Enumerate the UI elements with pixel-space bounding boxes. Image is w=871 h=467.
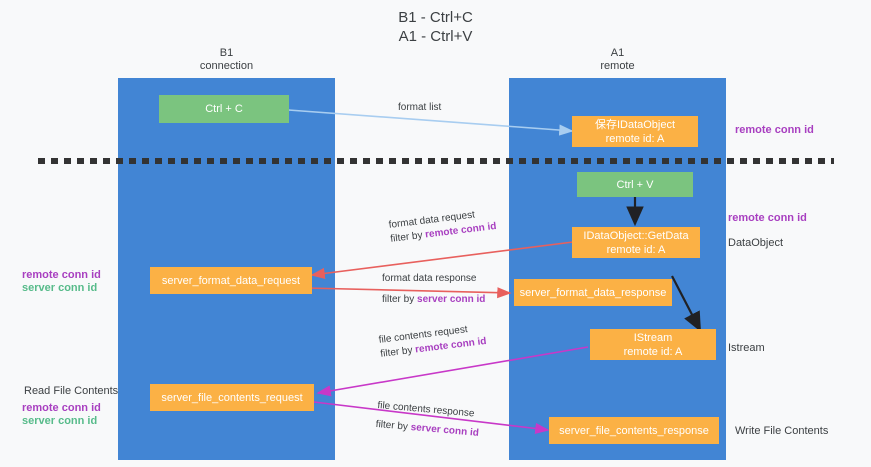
connector-format-list bbox=[274, 108, 574, 136]
node-ctrl-c-label: Ctrl + C bbox=[205, 103, 243, 115]
phase-divider bbox=[38, 158, 834, 164]
label-left-remote-conn-id: remote conn id bbox=[22, 269, 101, 281]
node-save-idataobject-sub: remote id: A bbox=[605, 132, 665, 145]
edge-prefix: filter by bbox=[382, 294, 418, 305]
node-istream-sub: remote id: A bbox=[623, 345, 683, 358]
label-dataobject: DataObject bbox=[728, 237, 784, 249]
label-istream: Istream bbox=[728, 342, 765, 354]
node-idataobject-getdata-sub: remote id: A bbox=[606, 243, 666, 256]
label-left-server-conn-id-2: server conn id bbox=[22, 415, 98, 427]
edge-prefix: filter by bbox=[389, 229, 426, 245]
label-write-file-contents: Write File Contents bbox=[735, 425, 829, 437]
diagram-title: B1 - Ctrl+C A1 - Ctrl+V bbox=[398, 9, 473, 45]
node-server-file-contents-request[interactable]: server_file_contents_request bbox=[150, 384, 314, 411]
node-server-file-contents-response-label: server_file_contents_response bbox=[559, 424, 709, 437]
edge-label-format-data-response: format data response filter by server co… bbox=[382, 272, 485, 307]
connector-file-contents-response bbox=[313, 401, 550, 435]
edge-label-format-data-response-line1: format data response bbox=[382, 273, 477, 284]
connector-format-data-request bbox=[310, 241, 574, 279]
connector-response-istream bbox=[671, 275, 702, 332]
connector-format-data-response bbox=[305, 287, 512, 299]
node-ctrl-v-label: Ctrl + V bbox=[616, 178, 654, 191]
node-server-file-contents-response[interactable]: server_file_contents_response bbox=[549, 417, 719, 444]
node-save-idataobject[interactable]: 保存IDataObject remote id: A bbox=[572, 116, 698, 147]
node-save-idataobject-label: 保存IDataObject bbox=[594, 118, 676, 131]
edge-label-format-data-response-line2: filter by server conn id bbox=[382, 293, 485, 307]
label-read-file-contents: Read File Contents bbox=[24, 385, 119, 397]
label-remote-conn-id-mid: remote conn id bbox=[728, 212, 807, 224]
node-ctrl-v[interactable]: Ctrl + V bbox=[577, 172, 693, 197]
node-server-file-contents-request-label: server_file_contents_request bbox=[161, 391, 303, 404]
column-heading-a1: A1 remote bbox=[600, 47, 635, 72]
node-server-format-data-response[interactable]: server_format_data_response bbox=[514, 279, 672, 306]
node-server-format-data-request[interactable]: server_format_data_request bbox=[150, 267, 312, 294]
node-idataobject-getdata[interactable]: IDataObject::GetData remote id: A bbox=[572, 227, 700, 258]
edge-highlight: server conn id bbox=[417, 294, 486, 305]
node-istream-label: IStream bbox=[633, 331, 673, 344]
node-ctrl-c[interactable]: Ctrl + C bbox=[159, 95, 289, 123]
column-heading-b1: B1 connection bbox=[199, 47, 254, 72]
edge-prefix: filter by bbox=[379, 344, 416, 360]
edge-label-format-list-line1: format list bbox=[398, 102, 442, 113]
label-left-server-conn-id: server conn id bbox=[22, 282, 98, 294]
node-idataobject-getdata-label: IDataObject::GetData bbox=[583, 229, 689, 242]
node-istream[interactable]: IStream remote id: A bbox=[590, 329, 716, 360]
node-server-format-data-response-label: server_format_data_response bbox=[519, 286, 667, 299]
edge-label-format-list: format list bbox=[398, 101, 441, 115]
edge-prefix: filter by bbox=[375, 418, 412, 433]
label-left-remote-conn-id-2: remote conn id bbox=[22, 402, 101, 414]
label-remote-conn-id-top: remote conn id bbox=[735, 124, 814, 136]
connector-file-contents-request bbox=[316, 346, 589, 397]
node-server-format-data-request-label: server_format_data_request bbox=[161, 274, 301, 287]
